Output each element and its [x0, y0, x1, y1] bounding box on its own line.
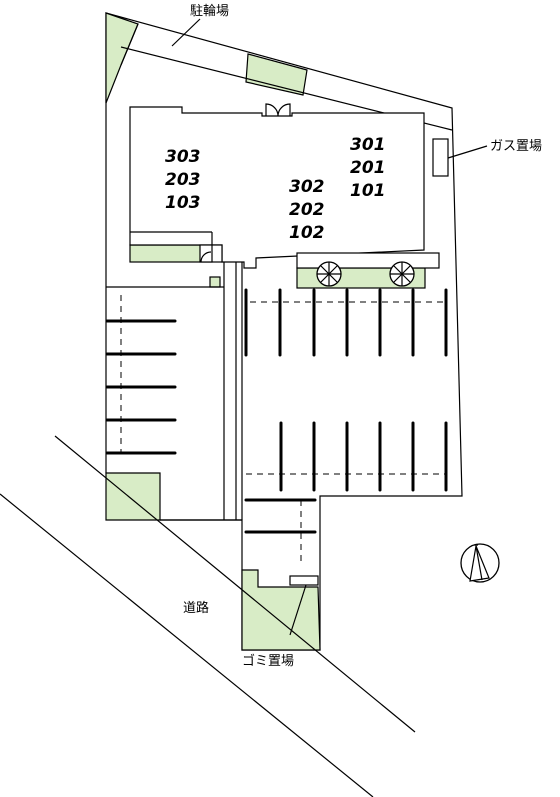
bicycle-parking-label: 駐輪場	[190, 3, 229, 19]
parking-south	[246, 421, 448, 492]
north-arrow-icon	[460, 543, 500, 583]
unit-number: 102	[289, 223, 325, 243]
unit-number: 201	[350, 158, 386, 178]
bicycle-area-line	[120, 23, 139, 66]
door-swing-icon-2	[277, 103, 291, 117]
unit-number: 301	[350, 135, 386, 155]
road-label: 道路	[183, 600, 209, 616]
unit-number: 203	[165, 170, 201, 190]
unit-number: 101	[350, 181, 386, 201]
green-area-southwest	[105, 472, 161, 521]
parking-lower	[244, 498, 317, 565]
gas-storage-label: ガス置場	[490, 139, 542, 154]
road-edge-south	[0, 493, 374, 797]
garbage-leader-line	[289, 584, 307, 636]
green-area-south	[241, 569, 321, 651]
entrance-box	[199, 244, 223, 263]
unit-numbers-center: 302 202 102	[289, 177, 325, 243]
parking-west	[105, 295, 177, 455]
green-area-bicycle	[245, 53, 308, 96]
unit-number: 103	[165, 193, 201, 213]
garbage-storage-label: ゴミ置場	[242, 653, 294, 669]
unit-number: 303	[165, 147, 201, 167]
garbage-storage-box	[289, 575, 319, 586]
road-edge-north	[54, 435, 416, 733]
tree-icon	[389, 261, 415, 287]
unit-numbers-west: 303 203 103	[165, 147, 201, 213]
unit-number: 202	[289, 200, 325, 220]
gas-leader-line	[447, 145, 488, 159]
tree-icon	[316, 261, 342, 287]
entrance-door-icon	[200, 251, 212, 263]
canopy	[296, 252, 440, 269]
gas-storage-box	[432, 138, 449, 177]
unit-numbers-east: 301 201 101	[350, 135, 386, 201]
unit-number: 302	[289, 177, 325, 197]
bicycle-leader-line	[171, 18, 201, 47]
green-small-box	[209, 276, 221, 288]
parking-north	[244, 288, 448, 357]
